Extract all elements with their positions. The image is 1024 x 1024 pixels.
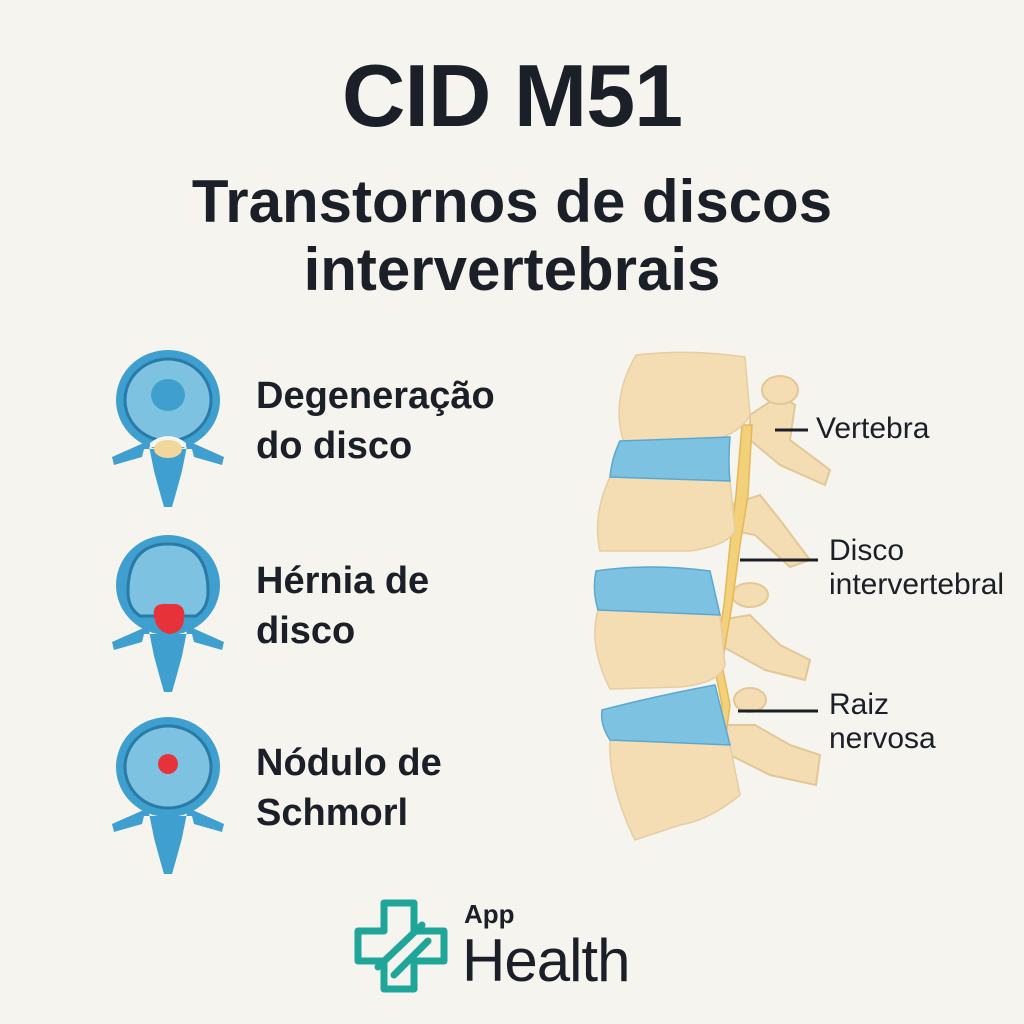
condition-label-line-1: Degeneração <box>256 375 495 417</box>
spine-illustration <box>593 351 832 841</box>
label-disc-line-1: Disco <box>829 534 905 567</box>
callout-lines <box>738 428 818 713</box>
page-subtitle: Transtornos de discos intervertebrais <box>0 168 1024 304</box>
condition-label-line-2: do disco <box>256 425 413 467</box>
page-title: CID M51 <box>341 46 683 145</box>
schmorl-node-disc-icon <box>112 717 224 874</box>
vertebra-processes <box>719 375 832 787</box>
herniated-disc-icon <box>112 535 224 692</box>
condition-label-line-1: Nódulo de <box>256 742 442 784</box>
condition-schmorl-node: Nódulo de Schmorl <box>108 712 548 874</box>
label-vertebra: Vertebra <box>816 412 929 446</box>
subtitle-line-2: intervertebrais <box>303 236 721 303</box>
condition-label: Nódulo de Schmorl <box>256 738 442 838</box>
condition-label-line-2: disco <box>256 610 356 652</box>
label-root-line-1: Raiz <box>829 688 890 721</box>
intervertebral-discs <box>593 436 731 746</box>
condition-label-line-2: Schmorl <box>256 792 409 834</box>
label-disc-line-2: intervertebral <box>829 568 1005 601</box>
condition-label: Hérnia de disco <box>256 556 429 656</box>
condition-degeneration: Degeneração do disco <box>108 345 548 507</box>
condition-label-line-1: Hérnia de <box>256 560 430 602</box>
label-vertebra-text: Vertebra <box>816 412 930 445</box>
vertebral-bodies <box>594 351 751 841</box>
subtitle-line-1: Transtornos de discos <box>191 168 833 235</box>
app-health-logo: App Health <box>352 893 682 1003</box>
label-root-line-2: nervosa <box>829 722 936 755</box>
condition-herniation: Hérnia de disco <box>108 530 548 692</box>
logo-health-text: Health <box>462 927 630 994</box>
label-nerve-root: Raiz nervosa <box>829 688 936 756</box>
label-intervertebral-disc: Disco intervertebral <box>829 534 1004 602</box>
degenerated-disc-icon <box>112 350 224 507</box>
condition-label: Degeneração do disco <box>256 371 495 471</box>
logo-app-text: App <box>464 899 515 929</box>
medical-cross-icon <box>354 899 448 993</box>
